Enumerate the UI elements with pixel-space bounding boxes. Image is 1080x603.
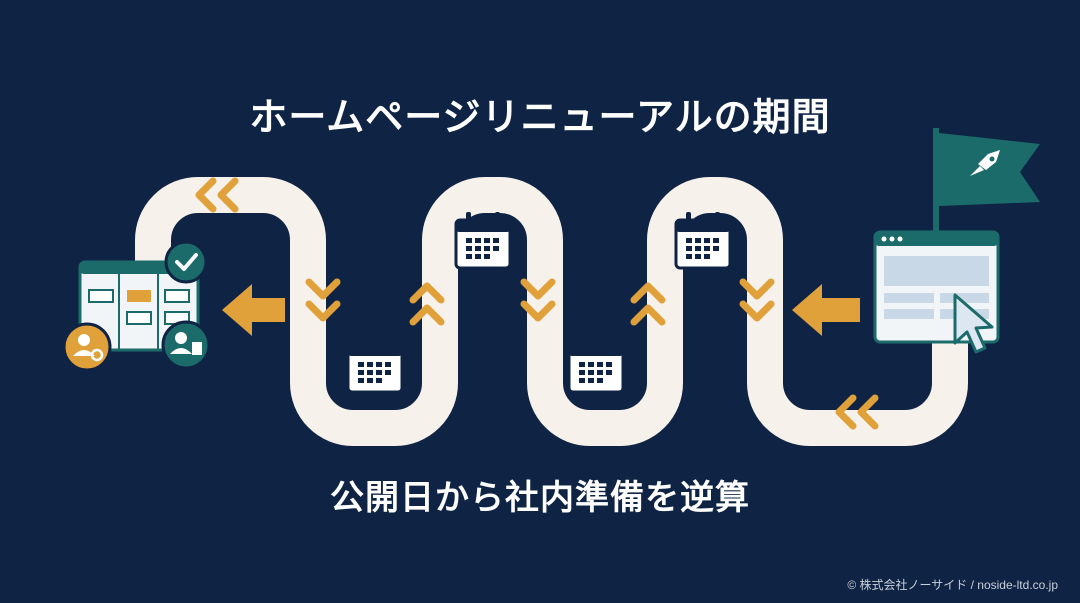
check-badge-icon [164,240,208,284]
calendar-icon [346,334,404,394]
task-board-icon [78,260,200,352]
copyright-notice: © 株式会社ノーサイド / noside-ltd.co.jp [847,578,1058,592]
calendar-icon [567,334,625,394]
left-arrow-icon [222,284,285,336]
user-document-icon [161,320,211,370]
page-title: ホームページリニューアルの期間 [249,95,831,139]
calendar-icon [454,210,512,270]
left-arrow-icon [792,284,860,336]
cursor-icon [953,293,994,354]
user-settings-icon [62,322,112,372]
subtitle: 公開日から社内準備を逆算 [330,478,750,518]
rocket-flag-icon [933,128,1040,232]
calendar-icon [674,210,732,270]
